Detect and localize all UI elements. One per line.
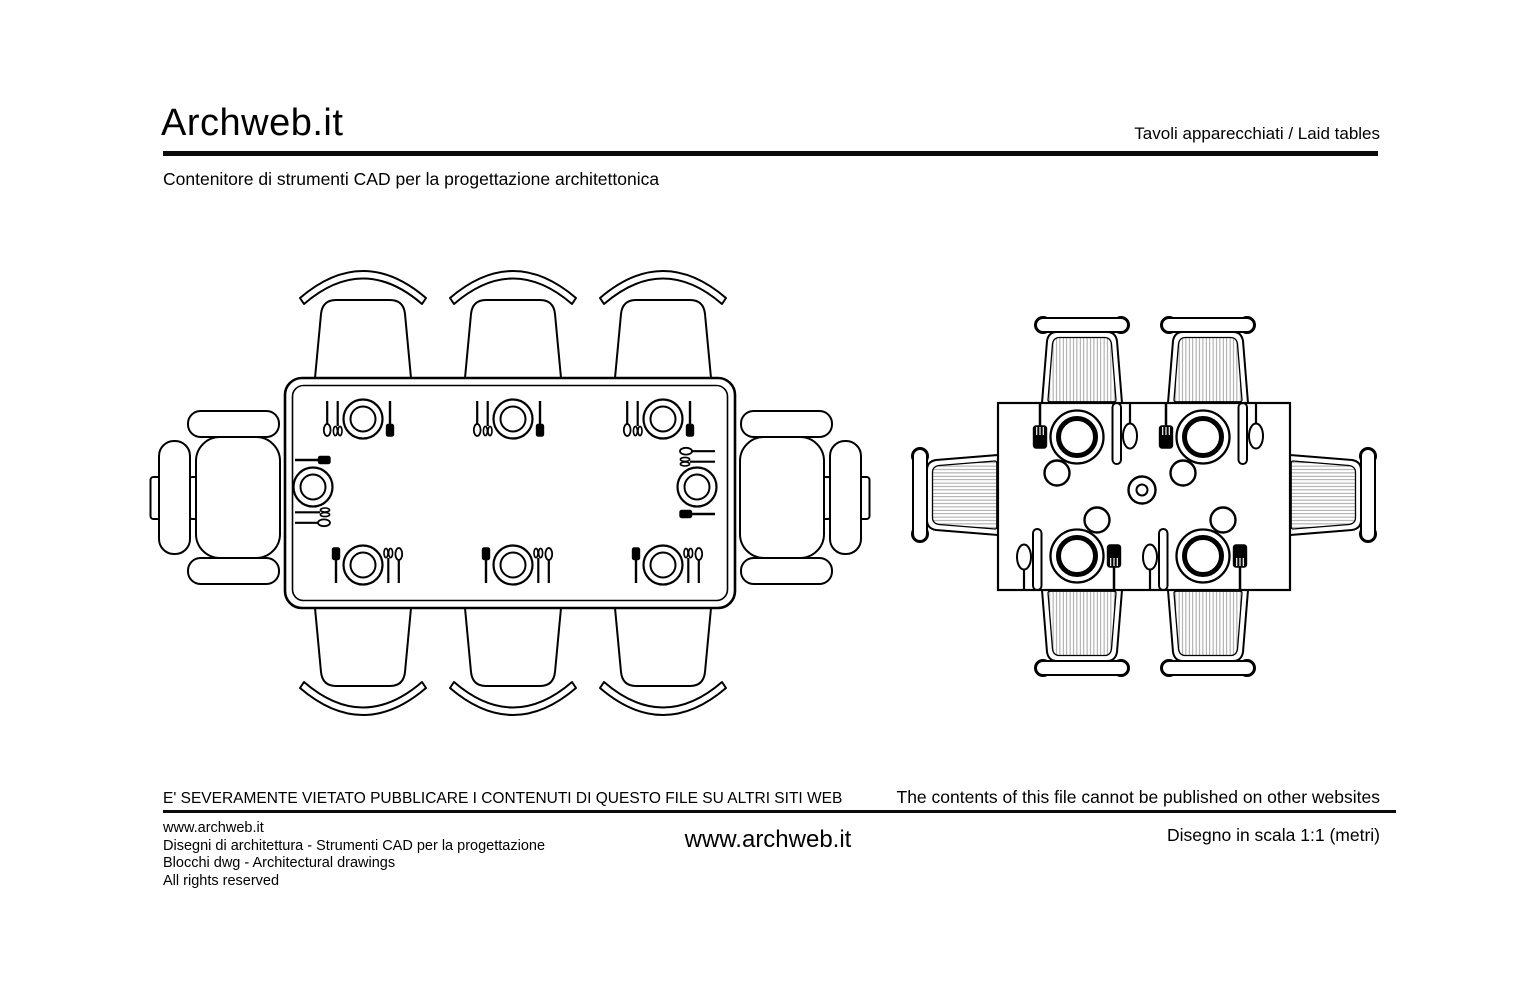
page-category-label: Tavoli apparecchiati / Laid tables — [1134, 124, 1380, 143]
footer-info-url[interactable]: www.archweb.it — [163, 820, 264, 836]
footer-info-line: All rights reserved — [163, 872, 280, 889]
header-rule — [163, 151, 1378, 156]
site-url[interactable]: www.archweb.it — [684, 826, 852, 853]
footer-rule — [163, 810, 1396, 813]
no-publish-notice-it: E' SEVERAMENTE VIETATO PUBBLICARE I CONT… — [163, 790, 843, 807]
table-8-seats-drawing — [149, 270, 871, 716]
center-dish-icon — [1127, 475, 1157, 505]
laid-tables-drawing — [149, 270, 1377, 716]
footer-info-line: Blocchi dwg - Architectural drawings — [163, 855, 396, 872]
no-publish-notice-en: The contents of this file cannot be publ… — [896, 787, 1381, 807]
table-6-chairs-drawing — [911, 316, 1377, 677]
footer-info-line: Disegni di architettura - Strumenti CAD … — [163, 837, 546, 854]
page-subtitle: Contenitore di strumenti CAD per la prog… — [163, 169, 660, 189]
site-logo[interactable]: Archweb.it — [161, 102, 344, 144]
scale-note: Disegno in scala 1:1 (metri) — [1167, 825, 1380, 845]
footer-info-block: www.archweb.it Disegni di architettura -… — [163, 820, 545, 890]
